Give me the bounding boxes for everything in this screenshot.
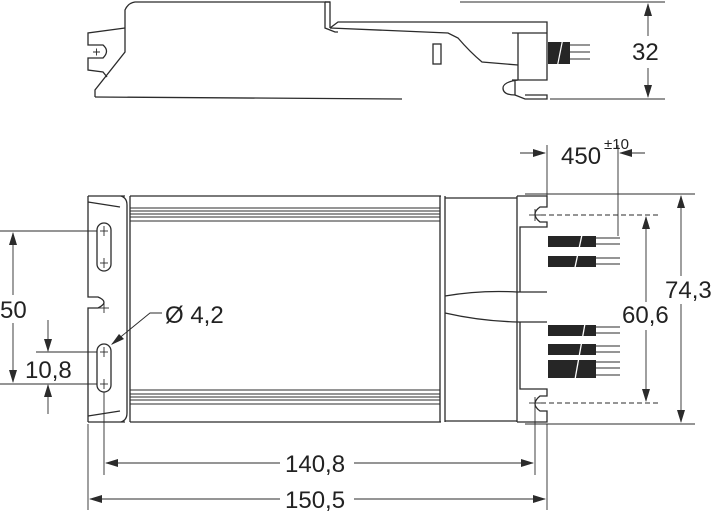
dim-overall-length: 150,5 [285,487,345,514]
dim-mount-spacing-vertical: 60,6 [622,302,669,329]
dim-overall-width: 74,3 [665,277,711,304]
dim-cable-length: 450 [561,143,601,170]
dim-slot-spacing: 50 [0,297,27,324]
dim-mount-spacing-horizontal: 140,8 [285,451,345,478]
top-view: 450 ±10 74,3 60,6 50 10,8 Ø 4,2 [0,136,711,514]
dim-cable-tolerance: ±10 [604,136,629,153]
dim-hole-diameter: Ø 4,2 [165,302,224,329]
dim-height: 32 [632,39,659,66]
dim-slot-length: 10,8 [25,357,72,384]
side-view: 32 [87,1,665,100]
